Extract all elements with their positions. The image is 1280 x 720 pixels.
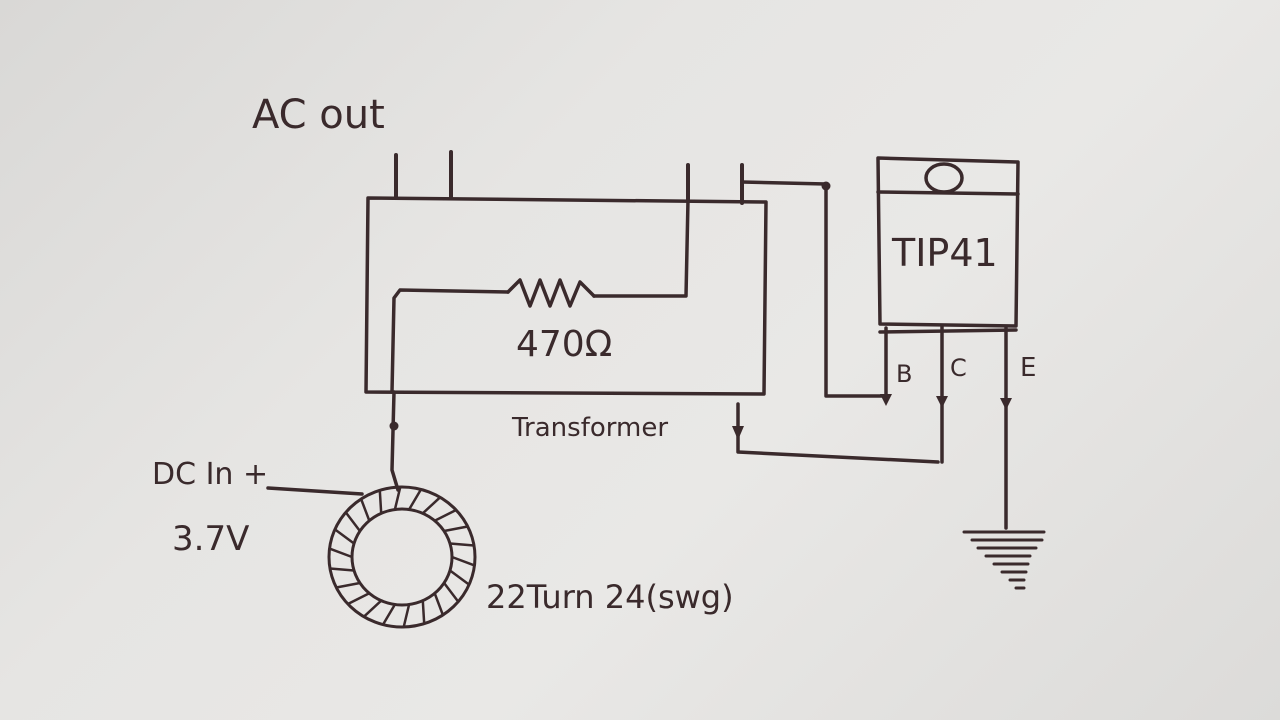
coil-winding-stroke: [381, 603, 397, 626]
coil-winding-stroke: [328, 567, 356, 572]
dc-in-label: DC In +: [152, 457, 268, 492]
coil-winding-stroke: [346, 592, 371, 606]
ground-symbol: [962, 530, 1046, 590]
tip41-transistor: [876, 156, 1020, 334]
junction-dot: [821, 181, 831, 191]
coil-winding-stroke: [362, 599, 383, 618]
transformer-top-terminals: [686, 163, 744, 205]
coil-winding-stroke: [407, 488, 423, 511]
voltage-label: 3.7V: [172, 519, 249, 559]
coil-winding-stroke: [344, 511, 362, 533]
coil-winding-stroke: [442, 581, 460, 603]
coil-winding-stroke: [333, 528, 356, 545]
transformer-label: Transformer: [511, 413, 668, 443]
ac-out-label: AC out: [252, 92, 385, 138]
resistor-symbol: [506, 278, 596, 308]
coil-winding-stroke: [335, 581, 362, 589]
coil-winding-stroke: [421, 599, 426, 625]
coil-winding-stroke: [450, 555, 476, 567]
coil-winding-stroke: [328, 547, 354, 559]
pin-arrowheads: [880, 394, 1012, 410]
collector-arrowhead: [732, 426, 744, 440]
coil-winding-stroke: [448, 569, 471, 586]
transformer-box: [364, 196, 768, 396]
pin-e-label: E: [1020, 353, 1036, 383]
coil-winding-stroke: [433, 592, 445, 617]
coil-winding-stroke: [393, 485, 402, 511]
resistor-value-label: 470Ω: [516, 324, 612, 365]
coil-wire: [266, 390, 400, 496]
coil-spec-label: 22Turn 24(swg): [486, 578, 734, 616]
ac-out-terminals: [394, 150, 453, 200]
base-wire: [740, 180, 888, 398]
coil-winding-stroke: [402, 603, 411, 629]
tip41-label: TIP41: [891, 231, 998, 275]
coil-winding-stroke: [378, 489, 383, 515]
coil-windings: [328, 485, 476, 629]
resistor-wire: [390, 198, 690, 394]
coil-winding-stroke: [448, 542, 476, 547]
tip41-pins: [884, 324, 1008, 530]
pin-c-label: C: [950, 354, 967, 382]
coil-winding-stroke: [433, 508, 458, 522]
coil-junction-dot: [389, 421, 399, 431]
coil-winding-stroke: [359, 497, 371, 522]
collector-wire: [736, 402, 940, 464]
coil-winding-stroke: [421, 496, 442, 515]
pin-b-label: B: [896, 360, 912, 388]
coil-winding-stroke: [442, 525, 469, 533]
